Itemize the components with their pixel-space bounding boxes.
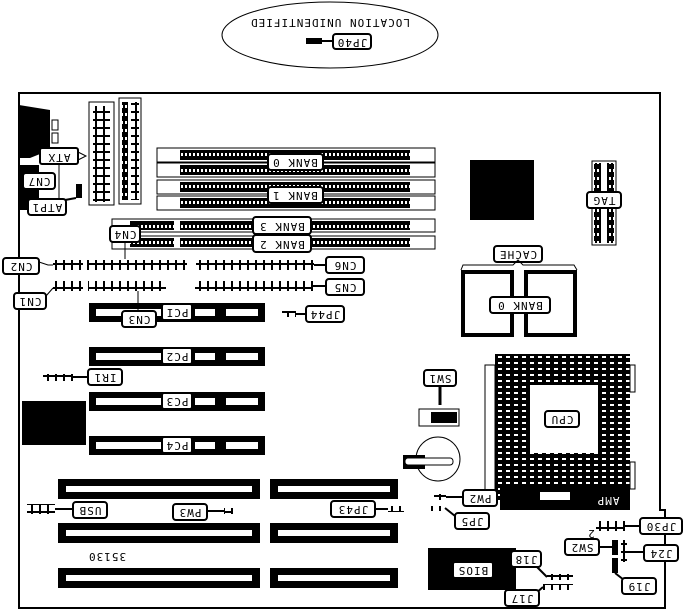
cache-label: CACHE <box>460 245 578 271</box>
svg-text:ATX: ATX <box>48 151 71 164</box>
isa-slots <box>58 479 398 588</box>
atx-secondary-header <box>118 97 142 205</box>
unidentified-location-callout: LOCATION UNIDENTIFIED JP40 <box>221 1 439 69</box>
svg-text:CN3: CN3 <box>128 313 151 326</box>
jp30-header: JP30 <box>596 517 683 535</box>
cn6-header <box>196 260 314 270</box>
svg-text:CN4: CN4 <box>114 228 137 241</box>
j19-label: J19 <box>614 572 657 595</box>
io-chipset <box>22 401 86 445</box>
pw2-jumper: PW2 <box>434 489 498 507</box>
cpu-label: CPU <box>551 413 574 426</box>
northbridge-chip <box>470 160 534 220</box>
j17-header: J17 <box>504 584 573 607</box>
cn2-label: CN2 <box>2 257 53 275</box>
sw2-block <box>612 540 618 555</box>
svg-text:TAG: TAG <box>593 194 616 207</box>
svg-text:SW2: SW2 <box>571 541 594 554</box>
svg-text:J19: J19 <box>628 580 651 593</box>
usb-header: USB <box>27 501 108 519</box>
svg-text:J24: J24 <box>650 547 673 560</box>
ir1-header: IR1 <box>43 368 123 386</box>
jp44-jumper: JP44 <box>282 305 345 323</box>
svg-text:CACHE: CACHE <box>499 248 537 261</box>
svg-text:PCI: PCI <box>166 306 189 319</box>
cache-chips: BANK 0 <box>461 270 577 337</box>
atx-label: ATX <box>39 147 88 165</box>
jp5-jumper: JP5 <box>431 506 490 530</box>
cmos-battery <box>403 436 461 482</box>
cn1-label: CN1 <box>13 287 54 310</box>
svg-text:PC3: PC3 <box>166 395 189 408</box>
bios-chip: BIOS <box>428 548 516 590</box>
sw2-pin-marker: 2 <box>587 527 595 540</box>
atx-power-connector <box>88 101 115 206</box>
simm-bank-1: BANK 1 <box>156 179 436 211</box>
board-outline <box>18 92 666 609</box>
j24-header <box>621 540 627 562</box>
svg-text:JP43: JP43 <box>338 503 369 516</box>
sw2-switch: SW2 <box>564 538 612 556</box>
sw1-dip-switch: SW1 <box>418 369 460 427</box>
jp40-jumper <box>306 38 322 44</box>
svg-text:JP5: JP5 <box>461 515 484 528</box>
cn5-header <box>195 281 313 291</box>
pci-slot-2: PC2 <box>89 347 265 366</box>
cn3-label: CN3 <box>121 291 157 328</box>
svg-text:BANK 0: BANK 0 <box>272 156 318 169</box>
svg-text:CN5: CN5 <box>334 281 357 294</box>
cn1-header <box>53 281 83 291</box>
j19-header <box>612 558 618 573</box>
svg-text:CN6: CN6 <box>334 259 357 272</box>
callout-ellipse <box>221 1 439 69</box>
svg-text:BANK 2: BANK 2 <box>259 238 305 251</box>
svg-text:J17: J17 <box>511 592 534 605</box>
svg-text:ATP1: ATP1 <box>32 201 63 214</box>
cn3-header <box>88 281 166 291</box>
atp1-jumper: ATP1 <box>27 184 82 216</box>
svg-text:BANK 3: BANK 3 <box>259 220 305 233</box>
svg-text:J18: J18 <box>515 553 538 566</box>
svg-text:USB: USB <box>79 504 102 517</box>
svg-text:PW3: PW3 <box>179 506 202 519</box>
svg-text:IR1: IR1 <box>94 371 117 384</box>
pw3-jumper: PW3 <box>172 503 233 521</box>
svg-text:JP44: JP44 <box>310 308 341 321</box>
svg-text:PC4: PC4 <box>166 439 189 452</box>
dimm-bank-3: BANK 3 <box>111 216 436 235</box>
dimm-bank-2: BANK 2 <box>111 234 436 253</box>
svg-text:CN7: CN7 <box>28 175 51 188</box>
svg-text:BIOS: BIOS <box>458 564 489 577</box>
tag-ram: TAG <box>586 160 622 246</box>
board-id-label: 35130 <box>88 550 126 563</box>
simm-bank-0: BANK 0 <box>156 147 436 178</box>
j18-header: J18 <box>510 550 573 580</box>
pci-slot-4: PC4 <box>89 436 265 455</box>
cn6-label: CN6 <box>314 256 365 274</box>
cn4-label: CN4 <box>109 225 141 259</box>
svg-text:BANK 0: BANK 0 <box>497 299 543 312</box>
socket-brand: AMP <box>597 494 620 507</box>
pci-slot-1: PCI <box>89 303 265 322</box>
svg-text:PW2: PW2 <box>469 492 492 505</box>
jp43-jumper: JP43 <box>330 500 404 518</box>
cpu-socket: CPU AMP <box>484 354 636 510</box>
pci-slot-3: PC3 <box>89 392 265 411</box>
cn5-label: CN5 <box>313 278 365 296</box>
svg-text:PC2: PC2 <box>166 350 189 363</box>
jp40-label-box <box>332 33 372 50</box>
svg-text:JP30: JP30 <box>646 520 677 533</box>
cn2-header <box>53 260 83 270</box>
svg-text:CN1: CN1 <box>19 295 42 308</box>
svg-text:SW1: SW1 <box>429 372 452 385</box>
cn4-header <box>87 260 187 270</box>
svg-text:BANK 1: BANK 1 <box>272 189 318 202</box>
svg-text:CN2: CN2 <box>10 260 33 273</box>
j24-label: J24 <box>627 544 679 562</box>
jp40-label: JP40 <box>337 36 368 49</box>
callout-text: LOCATION UNIDENTIFIED <box>250 16 410 29</box>
